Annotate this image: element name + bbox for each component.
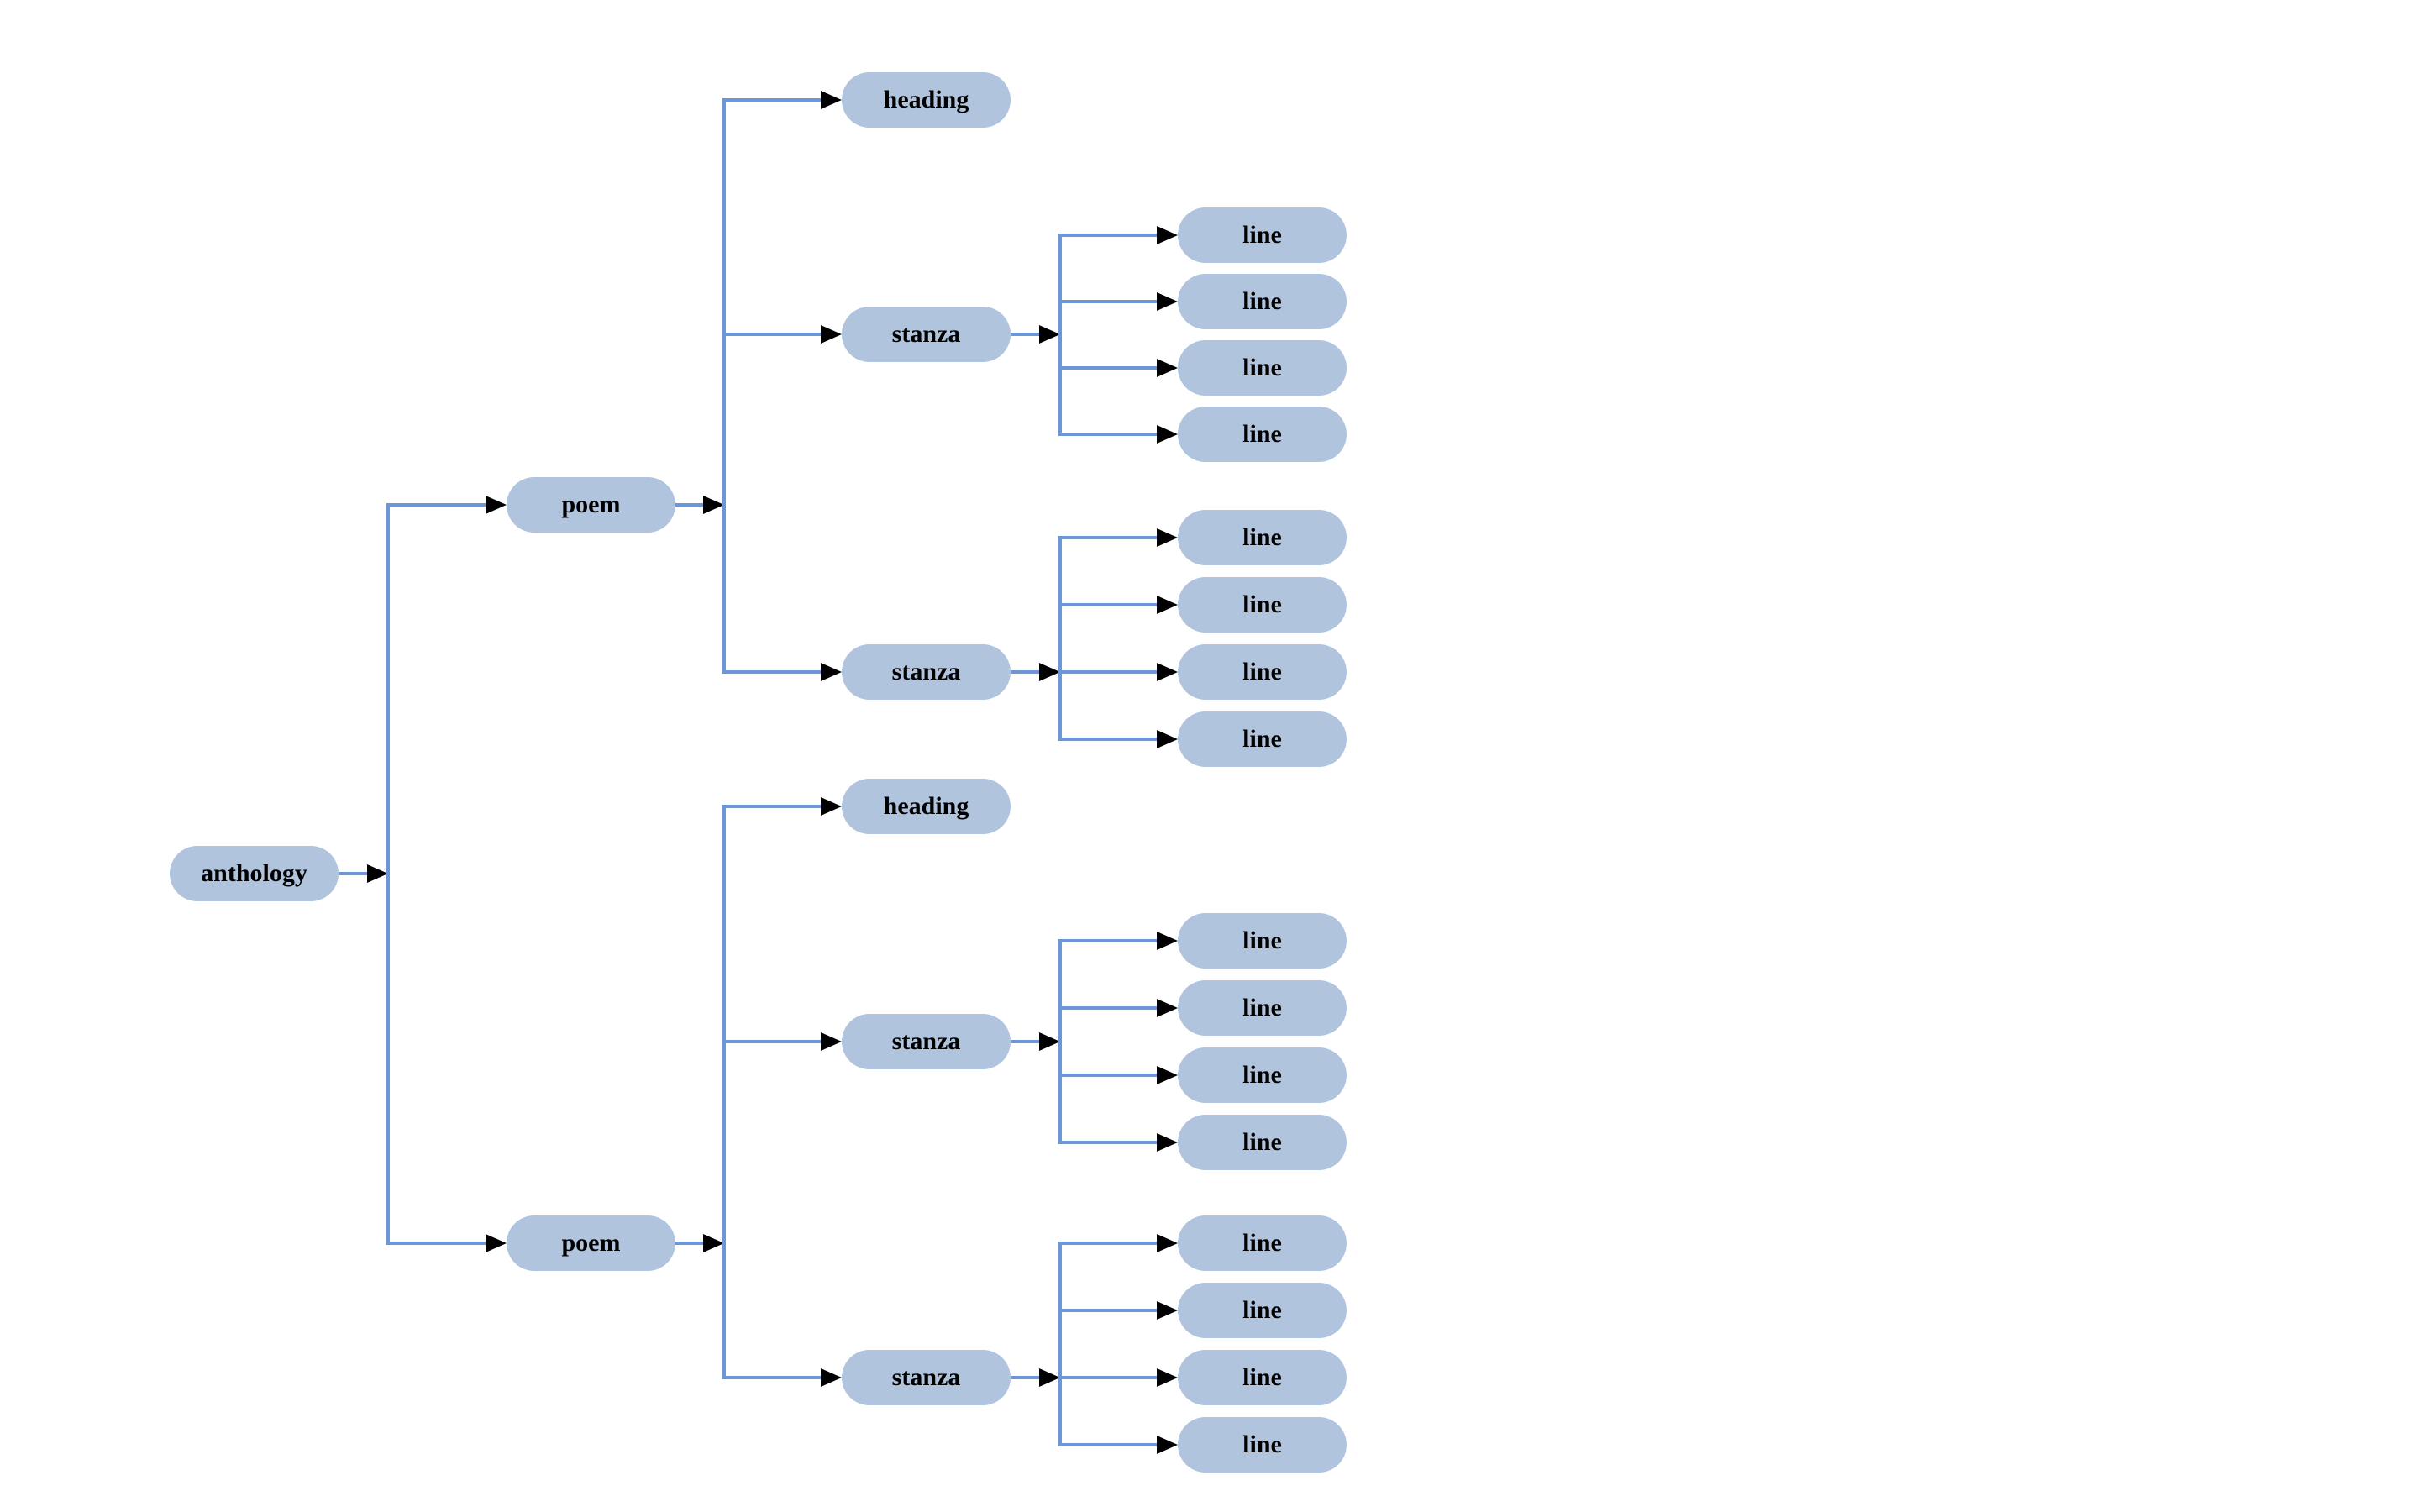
node-anthology: anthology [170,846,339,901]
node-line-1-2: line [1178,274,1347,329]
arrowhead [1157,663,1178,681]
arrowhead [1157,1368,1178,1387]
node-line-4-2: line [1178,1283,1347,1338]
node-stanza-4: stanza [842,1350,1011,1405]
node-line-4-1: line [1178,1215,1347,1271]
node-line-2-2: line [1178,577,1347,633]
arrowhead [821,325,842,344]
node-line-2-1: line [1178,510,1347,565]
node-line-1-1: line [1178,207,1347,263]
arrowhead [1157,528,1178,547]
node-line-3-4: line [1178,1115,1347,1170]
edges-from-poem-1 [675,91,842,681]
node-stanza-3: stanza [842,1014,1011,1069]
node-line-2-4: line [1178,711,1347,767]
arrowhead [1039,663,1060,681]
node-stanza-1: stanza [842,307,1011,362]
arrowhead [1157,1133,1178,1152]
arrowhead [1157,1436,1178,1454]
arrowhead [1157,359,1178,377]
node-line-1-3: line [1178,340,1347,396]
edges-from-stanza-4 [1011,1234,1178,1454]
arrowhead [821,1368,842,1387]
node-line-3-3: line [1178,1047,1347,1103]
arrowhead [1039,1368,1060,1387]
arrowhead [821,91,842,109]
node-line-3-2: line [1178,980,1347,1036]
node-poem-1: poem [507,477,675,533]
node-line-4-4: line [1178,1417,1347,1473]
arrowhead [1157,932,1178,950]
arrowhead [821,1032,842,1051]
arrowhead [1039,1032,1060,1051]
node-stanza-2: stanza [842,644,1011,700]
node-heading-2: heading [842,779,1011,834]
arrowhead [1157,596,1178,614]
node-heading-1: heading [842,72,1011,128]
arrowhead [1157,425,1178,444]
node-line-4-3: line [1178,1350,1347,1405]
node-line-3-1: line [1178,913,1347,969]
edges-from-stanza-2 [1011,528,1178,748]
arrowhead [1157,1066,1178,1084]
arrowhead [703,496,724,514]
edges-from-stanza-1 [1011,226,1178,444]
arrowhead [1039,325,1060,344]
arrowhead [486,1234,507,1252]
arrowhead [1157,730,1178,748]
arrowhead [821,663,842,681]
arrowhead [703,1234,724,1252]
arrowhead [1157,292,1178,311]
node-line-2-3: line [1178,644,1347,700]
edges-from-stanza-3 [1011,932,1178,1152]
arrowhead [821,797,842,816]
arrowhead [1157,1301,1178,1320]
arrowhead [367,864,388,883]
node-line-1-4: line [1178,407,1347,462]
edges-from-poem-2 [675,797,842,1387]
arrowhead [1157,1234,1178,1252]
arrowhead [1157,226,1178,244]
arrowhead [486,496,507,514]
edges-from-anthology [339,496,507,1252]
arrowhead [1157,999,1178,1017]
node-poem-2: poem [507,1215,675,1271]
